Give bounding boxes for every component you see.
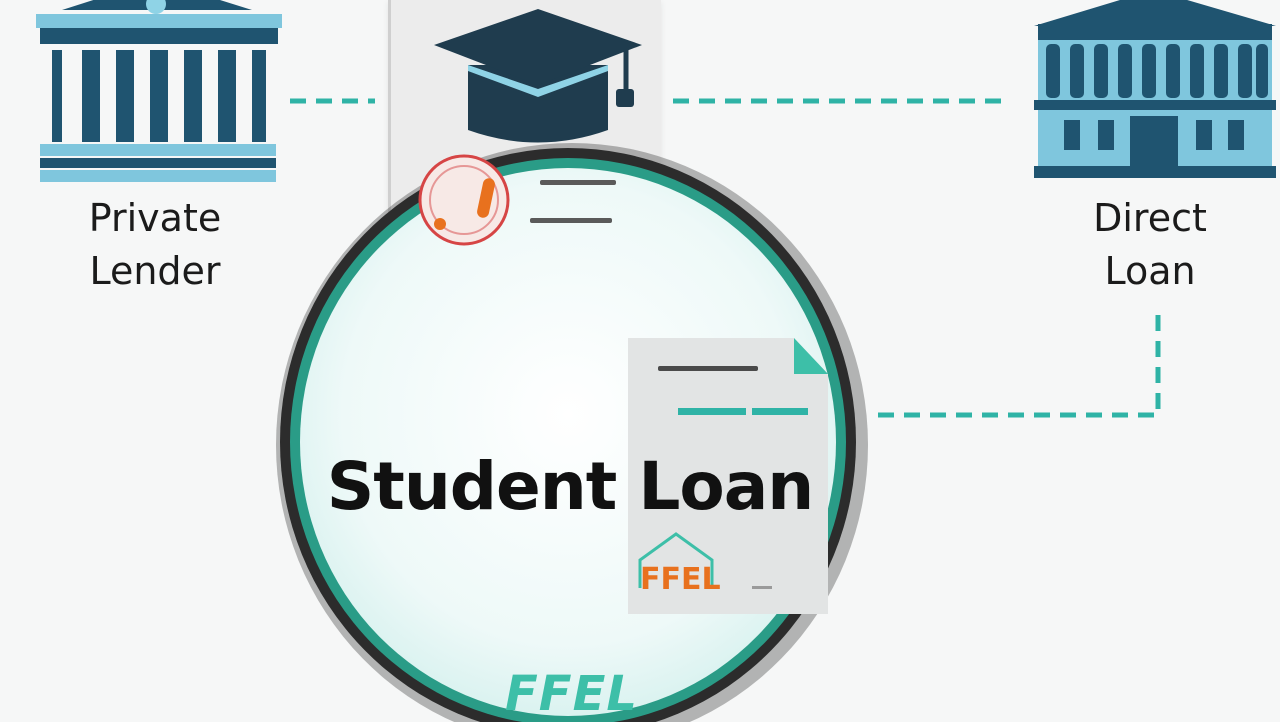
lens-title: Student Loan (326, 448, 815, 525)
document-icon (628, 338, 828, 614)
lens-bottom-label: FFEL (505, 666, 638, 722)
direct-loan-label: Direct Loan (1093, 196, 1207, 293)
graduation-cap-icon (434, 9, 642, 143)
bank-building-icon (36, 0, 282, 182)
government-building-icon (1034, 0, 1276, 178)
warning-badge-icon (418, 154, 510, 246)
connector-right-elbow (870, 315, 1161, 418)
document-lines-top (530, 180, 616, 223)
doc-badge-ffel: FFEL (640, 562, 721, 597)
private-lender-label: Private Lender (88, 196, 222, 293)
